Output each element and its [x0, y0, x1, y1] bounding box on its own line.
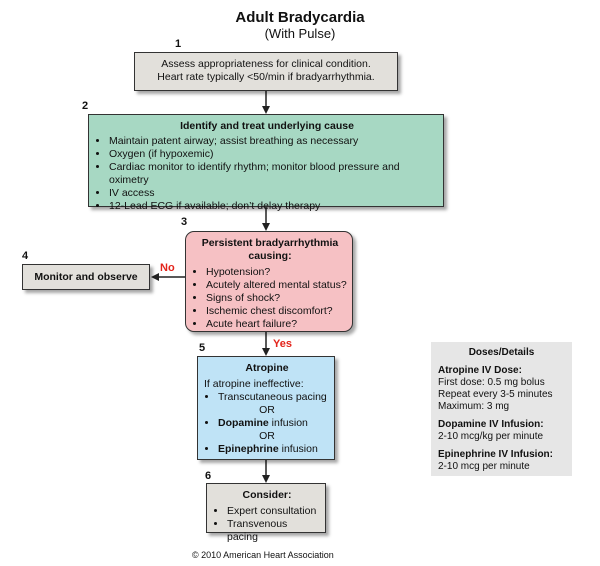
step-1-box: Assess appropriateness for clinical cond… [134, 52, 398, 91]
dopamine-dose-title: Dopamine IV Infusion: [438, 419, 544, 430]
step-5-or-2: OR [259, 430, 275, 442]
step-5-list: Transcutaneous pacing [204, 391, 330, 404]
step-2-box: Identify and treat underlying cause Main… [88, 114, 444, 212]
step-1-line-1: Assess appropriateness for clinical cond… [161, 58, 371, 70]
step-5-list-2: Dopamine infusion [204, 417, 330, 430]
step-2-item: IV access [109, 187, 439, 200]
atropine-dose-line: First dose: 0.5 mg bolus [438, 377, 545, 388]
step-4-label: Monitor and observe [34, 271, 138, 283]
step-5-number: 5 [199, 342, 206, 354]
epinephrine-suffix: infusion [278, 443, 318, 455]
step-6-number: 6 [205, 470, 212, 482]
step-3-title-line-1: Persistent bradyarrhythmia [201, 237, 339, 249]
step-5-box: Atropine If atropine ineffective: Transc… [197, 356, 335, 460]
step-4-number: 4 [22, 250, 29, 262]
epinephrine-dose-title: Epinephrine IV Infusion: [438, 449, 553, 460]
step-3-title-line-2: causing: [248, 250, 292, 262]
step-3-number: 3 [181, 216, 188, 228]
step-5-item-pacing: Transcutaneous pacing [218, 391, 330, 404]
step-2-list: Maintain patent airway; assist breathing… [95, 135, 439, 213]
chart-subtitle: (With Pulse) [264, 26, 336, 41]
step-2-item: Cardiac monitor to identify rhythm; moni… [109, 161, 439, 187]
atropine-dose-line: Maximum: 3 mg [438, 401, 510, 412]
doses-panel: Doses/Details Atropine IV Dose: First do… [431, 342, 572, 476]
copyright: © 2010 American Heart Association [192, 550, 334, 560]
yes-label: Yes [273, 338, 292, 350]
epinephrine-name: Epinephrine [218, 443, 279, 455]
step-6-item: Transvenous pacing [227, 518, 321, 544]
step-5-title: Atropine [245, 362, 289, 374]
step-3-item: Ischemic chest discomfort? [206, 305, 348, 318]
chart-title: Adult Bradycardia [235, 9, 365, 26]
step-3-list: Hypotension? Acutely altered mental stat… [192, 266, 348, 331]
step-5-line-1: If atropine ineffective: [204, 378, 304, 390]
step-6-box: Consider: Expert consultation Transvenou… [206, 483, 326, 543]
doses-title: Doses/Details [468, 347, 535, 358]
step-5-or-1: OR [259, 404, 275, 416]
dopamine-name: Dopamine [218, 417, 269, 429]
step-3-box: Persistent bradyarrhythmia causing: Hypo… [185, 231, 353, 332]
step-1-line-2: Heart rate typically <50/min if bradyarr… [157, 71, 375, 83]
step-6-item: Expert consultation [227, 505, 321, 518]
step-3-item: Signs of shock? [206, 292, 348, 305]
step-4-box: Monitor and observe [22, 264, 150, 290]
step-5-list-3: Epinephrine infusion [204, 443, 330, 456]
step-5-item-dopamine: Dopamine infusion [218, 417, 330, 430]
step-3-item: Hypotension? [206, 266, 348, 279]
epinephrine-dose-line: 2-10 mcg per minute [438, 461, 530, 472]
atropine-dose-line: Repeat every 3-5 minutes [438, 389, 553, 400]
dopamine-suffix: infusion [268, 417, 308, 429]
atropine-dose-title: Atropine IV Dose: [438, 365, 522, 376]
step-2-number: 2 [82, 100, 89, 112]
step-6-list: Expert consultation Transvenous pacing [213, 505, 321, 544]
step-2-item: Maintain patent airway; assist breathing… [109, 135, 439, 148]
step-5-item-epinephrine: Epinephrine infusion [218, 443, 330, 456]
dopamine-dose-line: 2-10 mcg/kg per minute [438, 431, 544, 442]
step-2-item: Oxygen (if hypoxemic) [109, 148, 439, 161]
step-3-item: Acutely altered mental status? [206, 279, 348, 292]
step-2-item: 12-Lead ECG if available; don’t delay th… [109, 200, 439, 213]
step-3-item: Acute heart failure? [206, 318, 348, 331]
step-6-title: Consider: [242, 489, 292, 501]
no-label: No [160, 262, 175, 274]
step-1-number: 1 [175, 38, 182, 50]
step-2-title: Identify and treat underlying cause [180, 120, 354, 132]
